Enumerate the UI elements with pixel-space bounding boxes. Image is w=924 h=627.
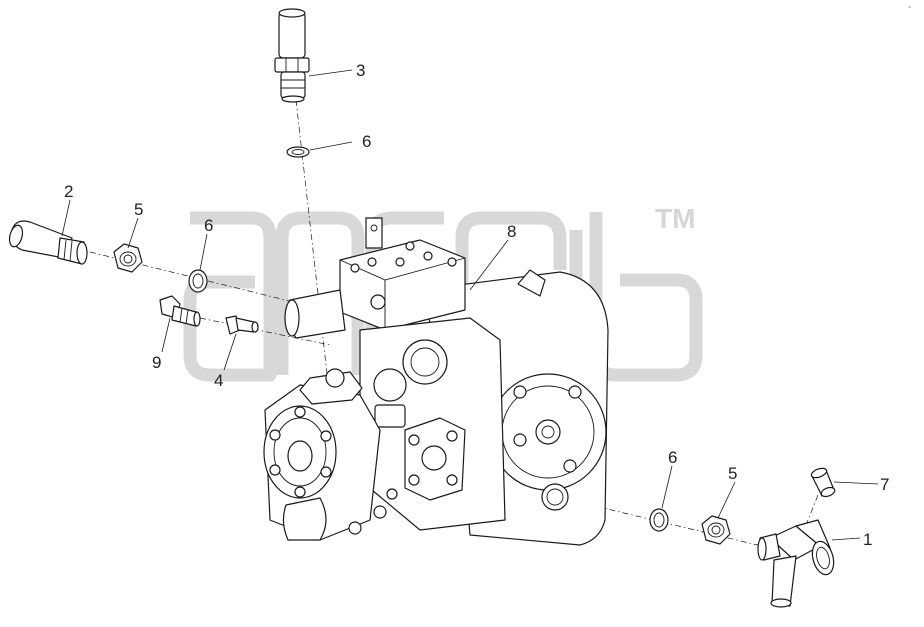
part-5-nut-left <box>113 243 143 273</box>
part-6-washer-top <box>286 146 310 158</box>
part-3-fitting <box>274 8 310 103</box>
part-6-washer-left <box>188 269 208 293</box>
callout-7: 7 <box>880 475 889 494</box>
part-6-washer-right <box>649 508 669 532</box>
part-2-hose <box>8 220 88 265</box>
corner-mark: - <box>908 2 911 13</box>
watermark-tm: TM <box>655 203 695 234</box>
part-1-tee <box>757 519 835 608</box>
part-5-nut-right <box>701 515 731 545</box>
part-4-nipple <box>225 315 259 335</box>
part-9-elbow <box>159 295 201 327</box>
callout-9: 9 <box>152 353 161 372</box>
callout-2: 2 <box>64 182 73 201</box>
callout-6-right: 6 <box>668 448 677 467</box>
callout-5-right: 5 <box>728 464 737 483</box>
callouts: 3 6 2 5 6 8 9 4 6 5 7 1 - <box>64 2 911 549</box>
callout-3: 3 <box>356 61 365 80</box>
callout-4: 4 <box>214 371 223 390</box>
callout-8: 8 <box>507 222 516 241</box>
callout-5-left: 5 <box>134 200 143 219</box>
leader-lines <box>61 69 879 541</box>
part-7-nipple <box>810 467 836 498</box>
callout-1: 1 <box>863 530 872 549</box>
callout-6-top: 6 <box>362 132 371 151</box>
callout-6-left: 6 <box>204 216 213 235</box>
part-8-pump-assembly <box>263 217 609 546</box>
